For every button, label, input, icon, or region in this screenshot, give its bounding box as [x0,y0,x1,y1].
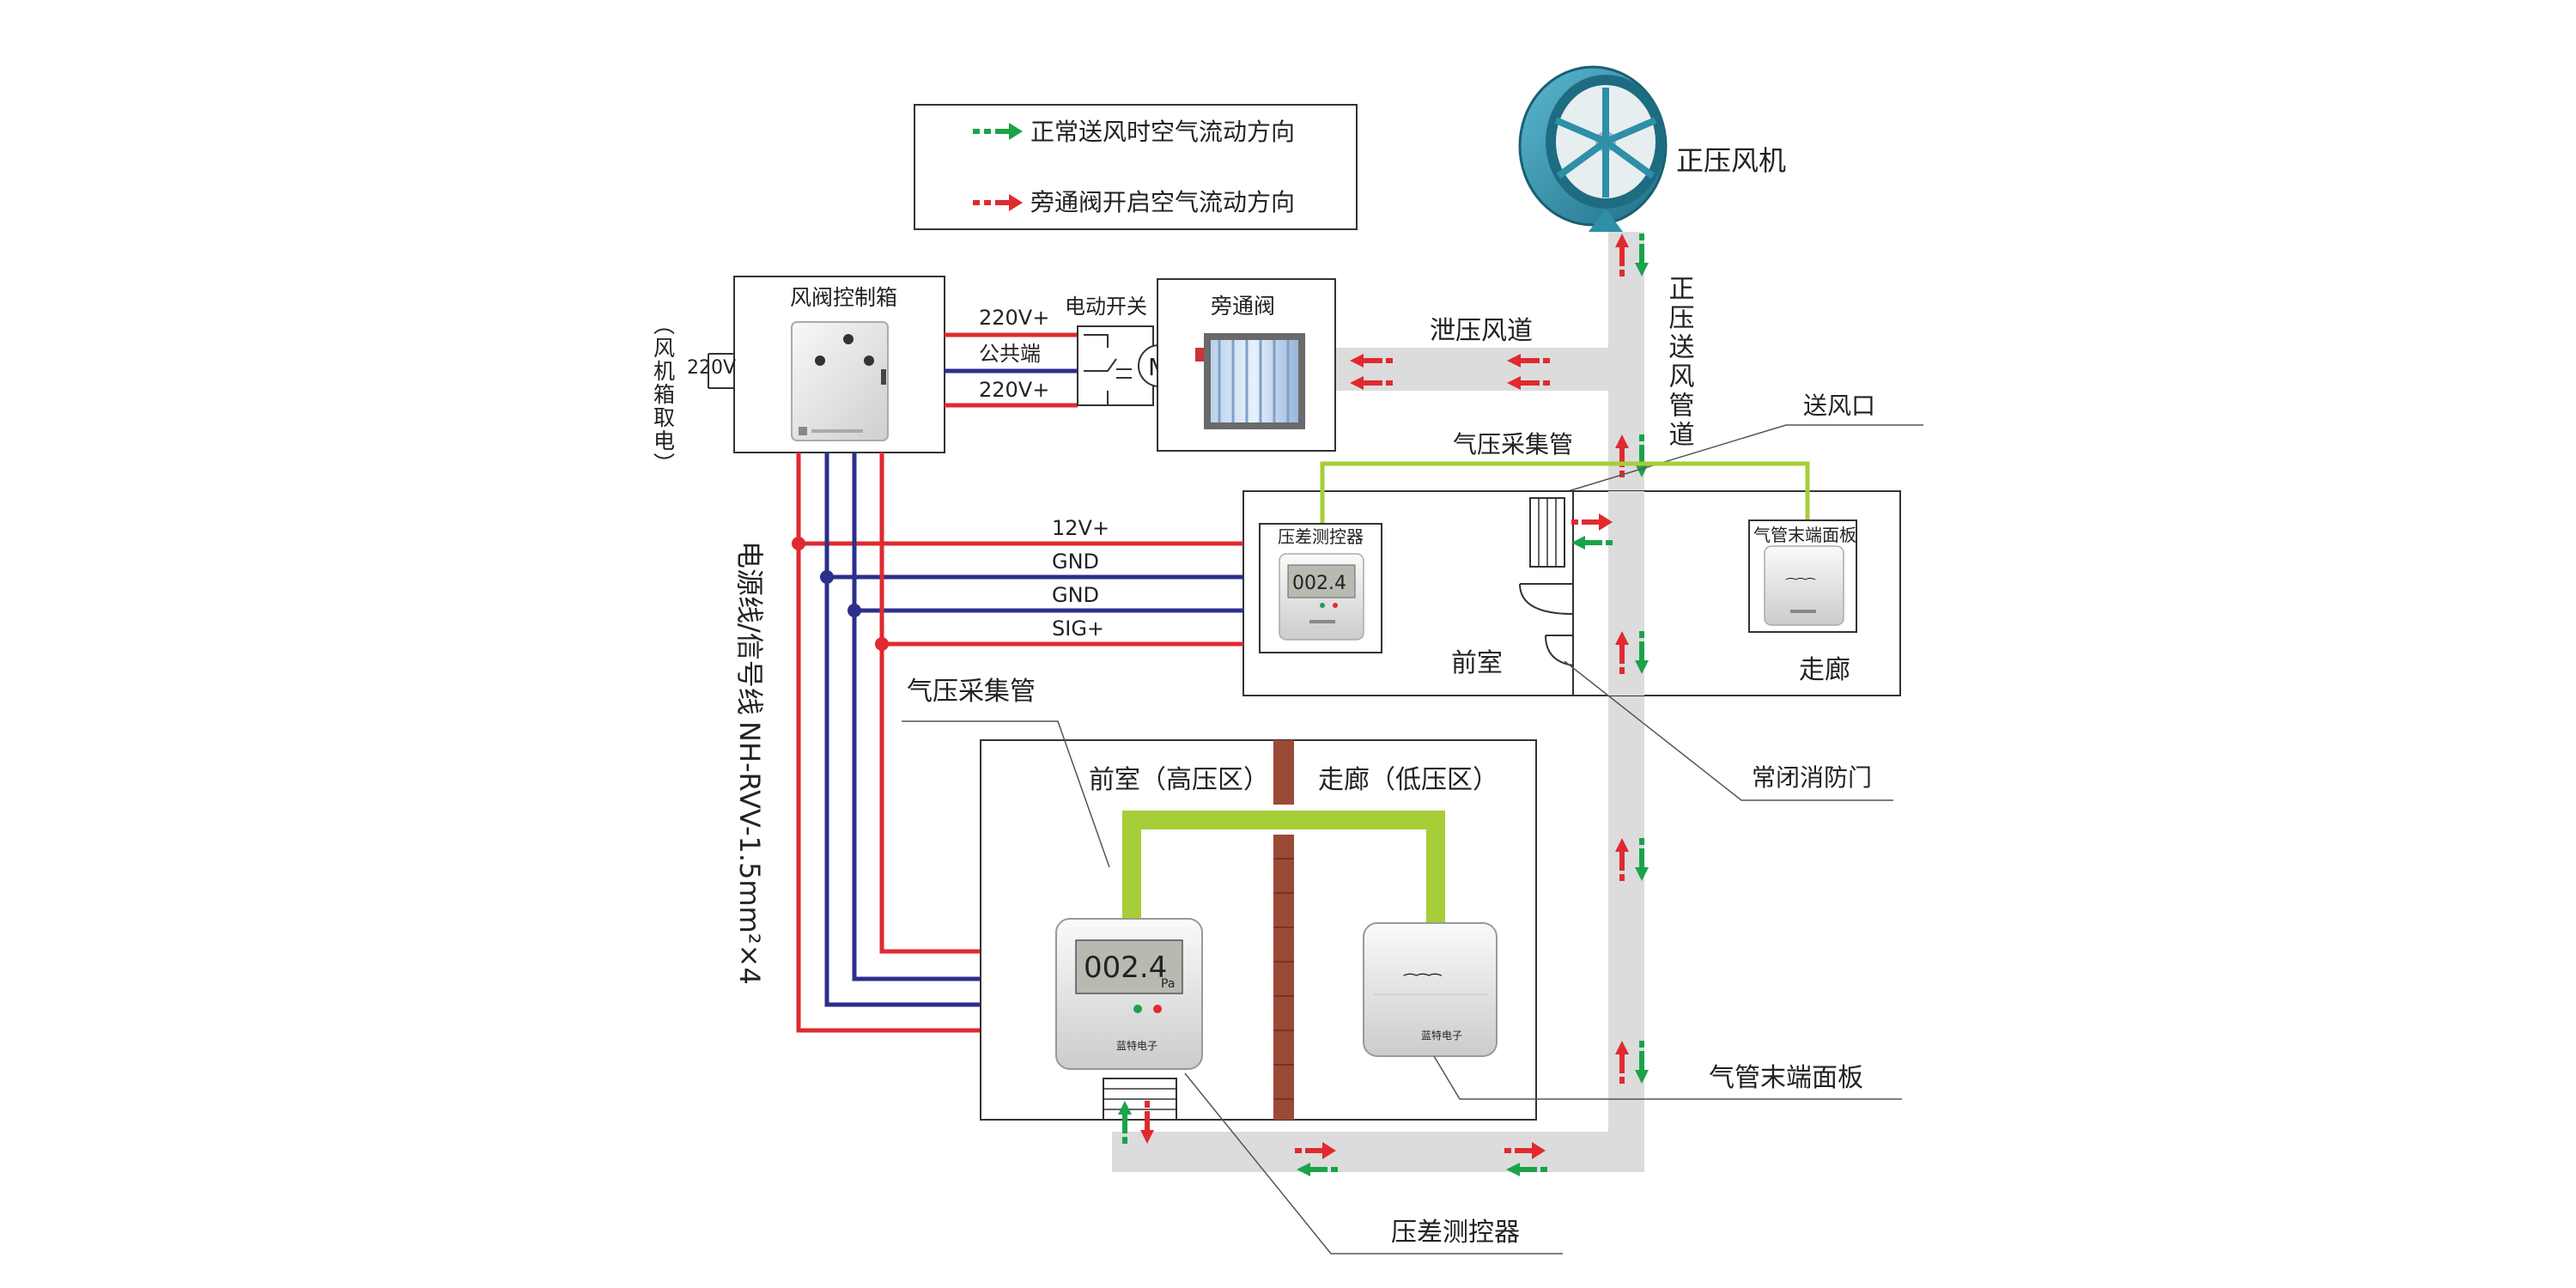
wire-label-1: 220V+ [979,306,1049,330]
fire-door-label: 常闭消防门 [1752,763,1872,792]
svg-text:⁀⁀⁀: ⁀⁀⁀ [1785,578,1816,592]
control-box-label: 风阀控制箱 [790,285,897,310]
svg-text:正压送风管道: 正压送风管道 [1664,275,1695,450]
controller-small-label: 压差测控器 [1278,526,1364,547]
front-room-high-label: 前室（高压区） [1089,765,1269,795]
brand-large: 蓝特电子 [1116,1039,1157,1052]
bypass-valve-label: 旁通阀 [1211,294,1275,319]
svg-text:NH-RVV-1.5mm²×4: NH-RVV-1.5mm²×4 [733,721,766,985]
terminal-panel-large: ⁀⁀⁀ 蓝特电子 [1363,922,1498,1057]
power-source-label: （风机箱取电） [651,313,676,476]
corridor-label: 走廊 [1799,655,1850,685]
relief-flow-arrows [1350,354,1550,390]
green-arrow-icon [973,123,1023,140]
pressure-tube-top-label: 气压采集管 [1453,430,1573,459]
electric-switch: M [1077,325,1181,406]
bottom-grille [1103,1078,1177,1121]
corridor-low-label: 走廊（低压区） [1318,765,1498,795]
red-arrow-icon [973,194,1023,211]
control-box [733,276,945,453]
legend: 正常送风时空气流动方向 旁通阀开启空气流动方向 [914,104,1358,230]
controller-large: 002.4 Pa 蓝特电子 [1055,918,1203,1070]
wire-label-3: 220V+ [979,378,1049,402]
svg-text:（风机箱取电）: （风机箱取电） [651,313,676,476]
switch-label: 电动开关 [1065,295,1147,319]
signal-wire-label-1: 12V+ [1052,516,1109,540]
front-room-label: 前室 [1451,648,1503,678]
controller-bottom-label: 压差测控器 [1391,1218,1520,1248]
legend-bypass-label: 旁通阀开启空气流动方向 [1030,188,1295,216]
pressure-tube-bottom-label: 气压采集管 [907,677,1036,707]
wire-label-2: 公共端 [979,342,1041,366]
cable-label: 电源线/信号线 NH-RVV-1.5mm²×4 [733,541,766,985]
svg-text:电源线/信号线: 电源线/信号线 [733,541,766,715]
fan-label: 正压风机 [1676,144,1786,177]
controller-small: 002.4 [1259,523,1382,653]
supply-outlet-label: 送风口 [1803,392,1875,420]
room-duct-arrows [1571,513,1649,674]
signal-wire-label-4: SIG+ [1052,617,1104,641]
signal-wire-label-2: GND [1052,550,1099,574]
terminal-panel-small-label: 气管末端面板 [1753,525,1856,545]
brand-panel: 蓝特电子 [1421,1029,1462,1042]
fan-icon [1518,65,1668,232]
legend-normal-label: 正常送风时空气流动方向 [1030,118,1295,146]
bottom-flow-arrows [1118,1101,1547,1176]
terminal-panel-small: ⁀⁀⁀ [1748,519,1857,633]
bypass-valve [1157,278,1336,452]
display-small: 002.4 [1292,573,1346,594]
relief-duct-label: 泄压风道 [1430,316,1533,346]
signal-wire-label-3: GND [1052,583,1099,607]
pressure-tube-top [1320,461,1810,524]
svg-text:⁀⁀⁀: ⁀⁀⁀ [1403,972,1443,992]
power-voltage: 220V [687,357,736,379]
supply-duct-label: 正压送风管道 [1664,275,1695,450]
terminal-panel-bottom-label: 气管末端面板 [1709,1063,1863,1093]
power-wires [945,332,1078,408]
display-unit: Pa [1161,977,1175,991]
display-large: 002.4 [1084,951,1167,985]
